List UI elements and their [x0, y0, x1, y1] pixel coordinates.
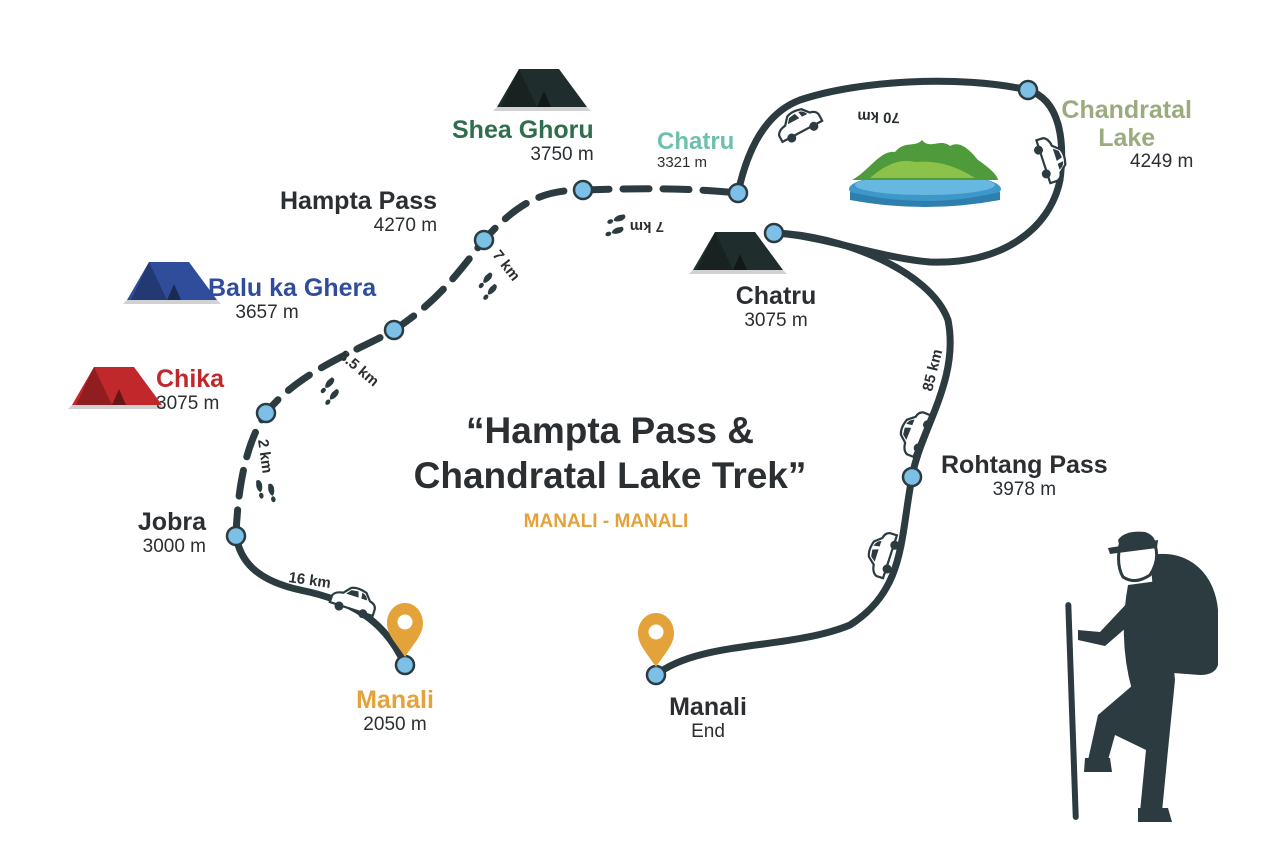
location-name: Hampta Pass [280, 187, 438, 215]
location-name: Rohtang Pass [941, 451, 1108, 479]
location-name: Chandratal [1061, 96, 1192, 124]
footprints-icon [600, 213, 631, 238]
map-subtitle: MANALI - MANALI [523, 511, 689, 532]
location-altitude: 3075 m [744, 309, 808, 331]
map-title: “Hampta Pass & Chandratal Lake Trek” [414, 408, 807, 498]
distance-label: 7 km [489, 247, 523, 284]
waypoint-marker [763, 222, 785, 244]
location-name: Balu ka Ghera [208, 274, 377, 302]
waypoint-marker [645, 664, 667, 686]
location-jobra: Jobra 3000 m [137, 508, 206, 557]
location-rohtang-pass: Rohtang Pass 3978 m [941, 451, 1108, 500]
location-altitude: 3075 m [156, 392, 220, 414]
car-icon [327, 580, 381, 623]
location-altitude: 3000 m [142, 535, 206, 557]
location-balu-ka-ghera: Balu ka Ghera 3657 m [208, 274, 377, 323]
waypoint-marker [383, 319, 405, 341]
location-altitude: 3750 m [530, 143, 594, 165]
location-chatru-upper: Chatru 3321 m [657, 128, 735, 172]
waypoint-marker [901, 466, 923, 488]
waypoint-marker [1017, 79, 1039, 101]
distance-label: 8.5 km [335, 347, 382, 390]
map-title-line: “Hampta Pass & [466, 410, 754, 451]
map-title-line: Chandratal Lake Trek” [413, 455, 807, 497]
location-name: Manali [356, 686, 434, 714]
location-name: Chika [156, 365, 225, 393]
waypoint-marker [473, 229, 495, 251]
location-name: Jobra [137, 508, 206, 536]
footprints-icon [473, 271, 503, 302]
location-altitude: 3321 m [657, 154, 708, 172]
footprints-icon [255, 477, 277, 506]
location-name: Chatru [657, 128, 735, 155]
route-chatru-chandratal-loop [734, 77, 1066, 266]
location-shea-ghoru: Shea Ghoru 3750 m [452, 116, 594, 165]
route-manali-to-jobra [232, 532, 409, 669]
location-name: Chatru [735, 282, 817, 310]
map-pin-icon [387, 603, 423, 657]
map-pin-icon [638, 613, 674, 667]
waypoint-marker [727, 182, 749, 204]
tent-icon [493, 69, 591, 111]
distance-label: 7 km [630, 218, 664, 235]
waypoint-marker [572, 179, 594, 201]
location-hampta-pass: Hampta Pass 4270 m [280, 187, 438, 236]
waypoint-marker [255, 402, 277, 424]
location-altitude: 3657 m [235, 301, 299, 323]
location-manali-end: Manali End [669, 693, 747, 742]
location-name: Shea Ghoru [452, 116, 594, 144]
location-altitude: 4270 m [373, 214, 438, 236]
location-chatru-lower: Chatru 3075 m [735, 282, 817, 331]
distance-label: 16 km [287, 569, 331, 592]
lake-island-icon [849, 140, 1001, 207]
waypoint-marker [394, 654, 416, 676]
tent-icon [68, 367, 166, 409]
location-chika: Chika 3075 m [156, 365, 225, 414]
location-chandratal-lake: Chandratal Lake 4249 m [1060, 96, 1194, 173]
hiker-icon [1065, 531, 1218, 822]
distance-label: 70 km [857, 108, 900, 126]
location-manali-start: Manali 2050 m [356, 686, 434, 735]
footprints-icon [315, 376, 345, 407]
tent-icon [123, 262, 221, 304]
location-altitude: 2050 m [363, 713, 427, 735]
location-altitude: 4249 m [1130, 151, 1194, 172]
route-shea-ghoru-to-chatru [579, 185, 742, 197]
waypoint-marker [225, 525, 247, 547]
location-altitude: End [691, 720, 725, 742]
location-altitude: 3978 m [992, 478, 1057, 500]
location-name: Lake [1098, 123, 1156, 152]
distance-label: 2 km [254, 438, 276, 474]
location-name: Manali [669, 693, 747, 721]
